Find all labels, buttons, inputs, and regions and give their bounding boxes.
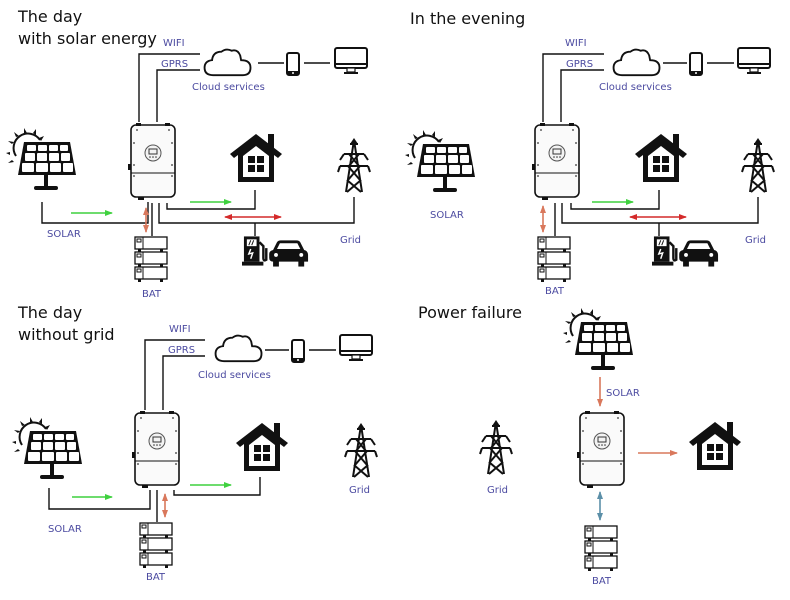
wifi-label: WIFI	[565, 38, 587, 49]
grid-pylon-icon	[337, 138, 371, 193]
cloud-icon	[214, 334, 263, 363]
gprs-label: GPRS	[566, 59, 593, 70]
panel-evening: In the evening WIFI GPRS Cloud services …	[405, 9, 775, 297]
battery-icon	[134, 236, 168, 282]
panel-title-line2: with solar energy	[18, 29, 157, 48]
house-icon	[230, 134, 282, 182]
gprs-wire	[156, 69, 200, 122]
cloud-icon	[203, 48, 252, 77]
battery-icon	[537, 236, 571, 282]
house-wire	[570, 190, 660, 210]
wifi-label: WIFI	[169, 324, 191, 335]
ev-charger-car-icon	[242, 235, 310, 268]
wifi-label: WIFI	[163, 38, 185, 49]
grid-label: Grid	[487, 485, 508, 496]
solar-label: SOLAR	[606, 388, 640, 399]
monitor-icon	[339, 334, 373, 362]
battery-icon	[139, 522, 173, 568]
house-wire	[173, 477, 261, 496]
panel-title-line1: Power failure	[418, 303, 522, 322]
grid-pylon-icon	[479, 420, 513, 475]
panel-title-line1: The day	[17, 7, 82, 26]
house-icon	[689, 422, 741, 470]
monitor-icon	[737, 47, 771, 75]
inverter-icon	[132, 411, 180, 489]
grid-pylon-icon	[741, 138, 775, 193]
inverter-icon	[532, 123, 580, 201]
house-icon	[635, 134, 687, 182]
solar-label: SOLAR	[430, 210, 464, 221]
solar-panel-icon	[12, 417, 82, 480]
solar-label: SOLAR	[47, 229, 81, 240]
grid-label: Grid	[340, 235, 361, 246]
phone-icon	[286, 52, 300, 76]
wifi-wire	[138, 53, 200, 122]
gprs-wire	[560, 69, 604, 122]
panel-title-line1: The day	[17, 303, 82, 322]
grid-pylon-icon	[344, 423, 378, 478]
solar-label: SOLAR	[48, 524, 82, 535]
panel-power-failure: Power failure SOLAR BAT Grid	[418, 303, 741, 587]
grid-wire	[561, 197, 759, 224]
gprs-label: GPRS	[168, 345, 195, 356]
solar-panel-icon	[563, 308, 633, 371]
phone-icon	[291, 339, 305, 363]
battery-icon	[584, 525, 618, 571]
ev-charger-car-icon	[652, 235, 720, 268]
panel-title-line1: In the evening	[410, 9, 525, 28]
grid-wire	[158, 197, 355, 224]
gprs-label: GPRS	[161, 59, 188, 70]
house-wire	[166, 190, 256, 210]
panel-day-with-solar: The day with solar energy WIFI GPRS Clou…	[6, 7, 371, 300]
bat-label: BAT	[592, 576, 612, 587]
inverter-icon	[577, 411, 625, 489]
bat-label: BAT	[545, 286, 565, 297]
panel-title-line2: without grid	[18, 325, 115, 344]
house-icon	[236, 423, 288, 471]
wifi-wire	[144, 339, 205, 410]
panel-day-without-grid: The day without grid WIFI GPRS Cloud ser…	[12, 303, 378, 583]
grid-label: Grid	[745, 235, 766, 246]
cloud-services-label: Cloud services	[198, 370, 271, 381]
phone-icon	[689, 52, 703, 76]
grid-label: Grid	[349, 485, 370, 496]
wifi-wire	[542, 53, 604, 122]
inverter-icon	[128, 123, 176, 201]
gprs-wire	[162, 355, 205, 410]
monitor-icon	[334, 47, 368, 75]
solar-panel-icon	[405, 130, 475, 193]
cloud-services-label: Cloud services	[192, 82, 265, 93]
cloud-services-label: Cloud services	[599, 82, 672, 93]
cloud-icon	[612, 48, 661, 77]
solar-wire	[48, 488, 151, 510]
bat-label: BAT	[142, 289, 162, 300]
bat-label: BAT	[146, 572, 166, 583]
solar-panel-icon	[6, 128, 76, 191]
